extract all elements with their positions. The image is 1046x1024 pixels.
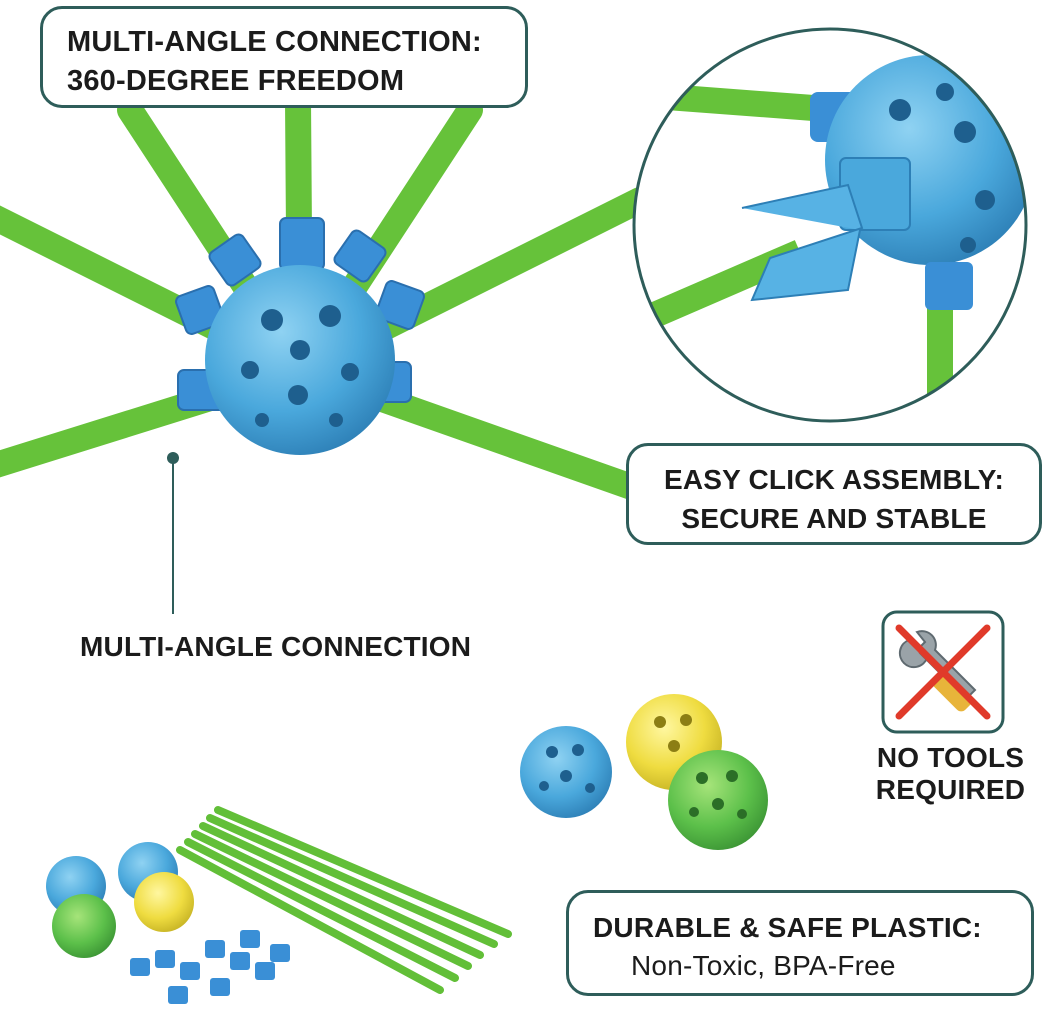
label-no-tools-required: NO TOOLS REQUIRED — [868, 742, 1033, 806]
callout-title: MULTI-ANGLE CONNECTION: — [67, 26, 482, 58]
cross-icon — [895, 624, 991, 720]
callout-subtitle: Non-Toxic, BPA-Free — [631, 950, 896, 981]
hub-ball — [205, 265, 395, 455]
kit-parts — [46, 806, 512, 1004]
magnified-view — [632, 27, 1028, 423]
callout-title: EASY CLICK ASSEMBLY: — [663, 464, 1005, 495]
callout-durable-safe-plastic: DURABLE & SAFE PLASTIC: Non-Toxic, BPA-F… — [566, 890, 1034, 996]
loose-balls — [520, 694, 768, 850]
label-multi-angle-connection: MULTI-ANGLE CONNECTION — [80, 631, 472, 662]
no-tools-icon — [881, 610, 1005, 734]
callout-easy-click-assembly: EASY CLICK ASSEMBLY: SECURE AND STABLE — [626, 443, 1042, 545]
callout-multi-angle-freedom: MULTI-ANGLE CONNECTION: 360-DEGREE FREED… — [40, 6, 528, 108]
label-line: REQUIRED — [875, 774, 1026, 805]
label-line: NO TOOLS — [876, 742, 1025, 773]
multi-angle-pointer — [167, 452, 179, 614]
callout-subtitle: SECURE AND STABLE — [681, 503, 987, 534]
callout-title: DURABLE & SAFE PLASTIC: — [593, 912, 982, 943]
callout-subtitle: 360-DEGREE FREEDOM — [67, 65, 405, 97]
